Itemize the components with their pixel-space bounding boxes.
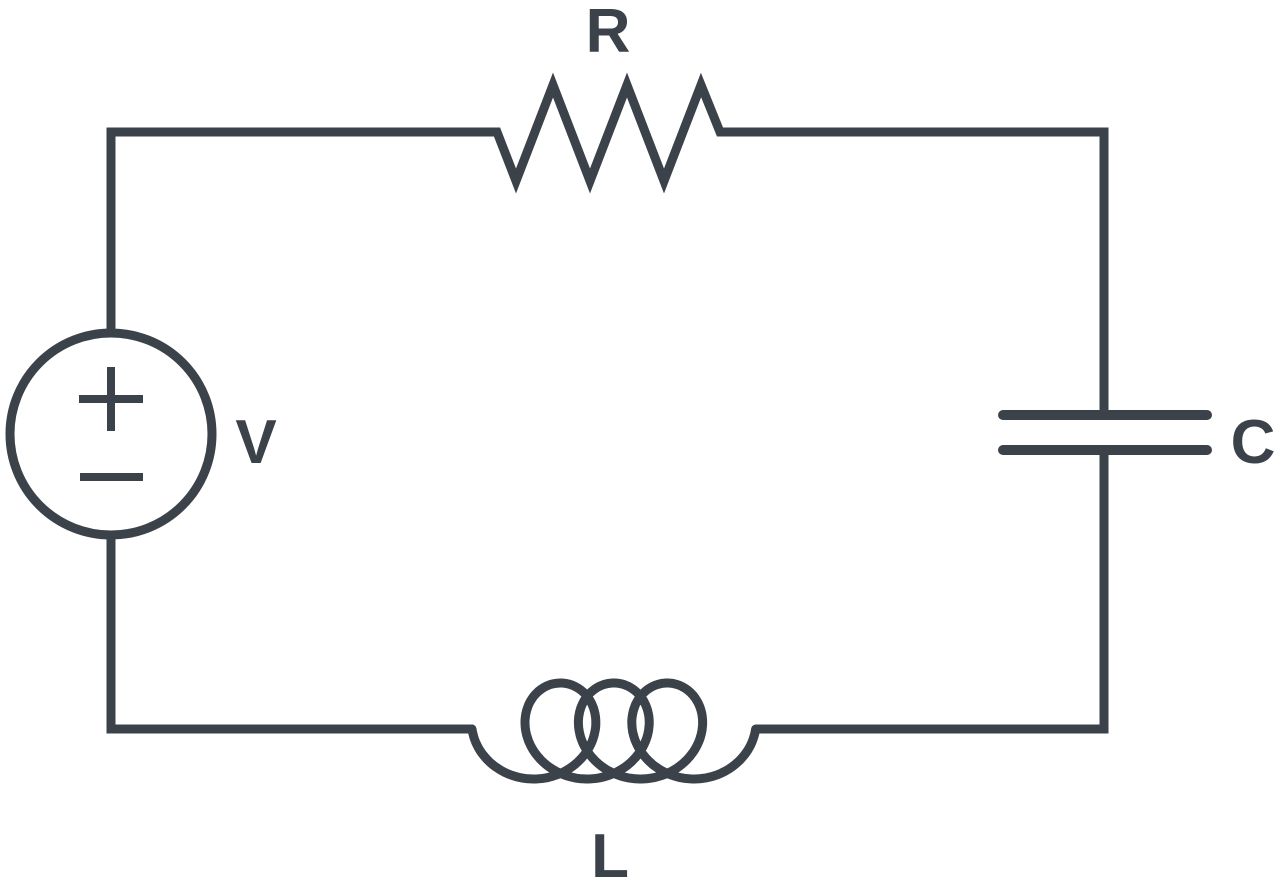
wire-bottom-right xyxy=(755,455,1109,734)
resistor-label: R xyxy=(586,0,631,66)
source-label: V xyxy=(235,408,276,477)
wire-bottom-left xyxy=(106,535,473,734)
circuit-wiring xyxy=(5,72,1212,784)
inductor-coil xyxy=(467,678,761,784)
plus-icon xyxy=(79,367,143,431)
wire-top-with-resistor-zigzag xyxy=(106,72,1109,410)
voltage-source-circle xyxy=(5,328,217,540)
capacitor-label: C xyxy=(1231,408,1276,477)
inductor-label: L xyxy=(591,822,629,879)
